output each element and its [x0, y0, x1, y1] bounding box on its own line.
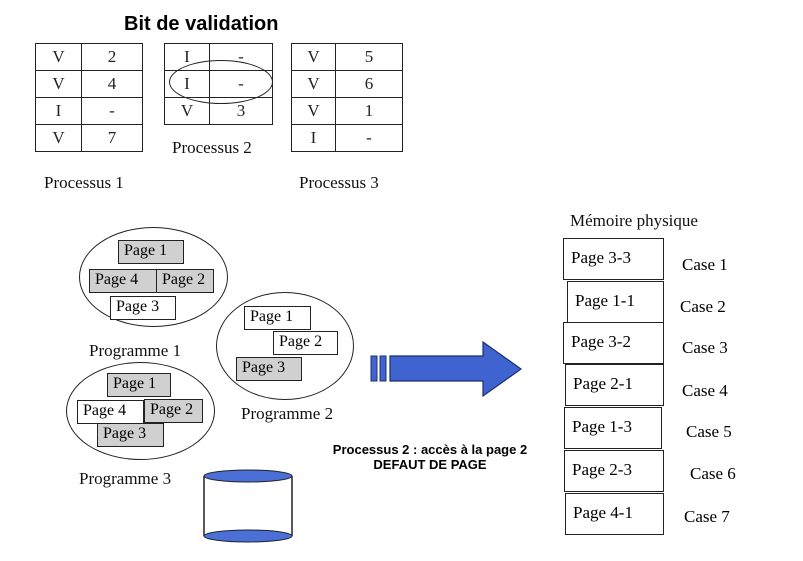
- frame-cell: 2: [81, 43, 143, 71]
- case-label-2: Case 2: [680, 297, 726, 316]
- case-label-1: Case 1: [682, 255, 728, 274]
- frame-cell: 1: [335, 97, 403, 125]
- memory-frame-6: Page 2-3: [564, 450, 664, 492]
- valid-bit-cell: V: [291, 70, 336, 98]
- frame-cell: 7: [81, 124, 143, 152]
- programme-3-page-3: Page 3: [97, 423, 164, 447]
- note-line-2: DEFAUT DE PAGE: [373, 457, 487, 472]
- programme-3-page-2: Page 2: [144, 399, 203, 423]
- programme-2-page-3: Page 3: [236, 357, 302, 381]
- valid-bit-cell: V: [291, 97, 336, 125]
- page-fault-note: Processus 2 : accès à la page 2 DEFAUT D…: [312, 442, 548, 472]
- programme-2-page-1: Page 1: [244, 306, 311, 330]
- programme-1-page-2: Page 2: [156, 269, 214, 293]
- frame-cell: -: [335, 124, 403, 152]
- valid-bit-cell: V: [35, 70, 82, 98]
- case-label-5: Case 5: [686, 422, 732, 441]
- case-label-7: Case 7: [684, 507, 730, 526]
- memory-frame-3: Page 3-2: [563, 322, 664, 364]
- case-label-4: Case 4: [682, 381, 728, 400]
- programme-1-ellipse: [79, 227, 228, 327]
- programme-1-label: Programme 1: [89, 341, 182, 360]
- programme-3-ellipse: [66, 362, 215, 460]
- frame-cell: 5: [335, 43, 403, 71]
- memory-frame-7: Page 4-1: [565, 493, 664, 535]
- programme-1-page-4: Page 4: [89, 269, 158, 293]
- frame-cell: -: [81, 97, 143, 125]
- valid-bit-cell: I: [291, 124, 336, 152]
- arrow-icon: [370, 340, 523, 398]
- programme-3-page-1: Page 1: [107, 373, 171, 397]
- highlight-ellipse: [169, 60, 273, 104]
- valid-bit-cell: V: [35, 124, 82, 152]
- table-caption-processus-1: Processus 1: [44, 173, 124, 192]
- programme-1-page-3: Page 3: [110, 296, 176, 320]
- programme-2-ellipse: [216, 292, 354, 400]
- valid-bit-cell: V: [35, 43, 82, 71]
- table-caption-processus-3: Processus 3: [299, 173, 379, 192]
- programme-3-label: Programme 3: [79, 469, 172, 488]
- frame-cell: 6: [335, 70, 403, 98]
- memory-frame-1: Page 3-3: [563, 238, 664, 280]
- valid-bit-cell: I: [35, 97, 82, 125]
- case-label-3: Case 3: [682, 338, 728, 357]
- table-caption-processus-2: Processus 2: [172, 138, 252, 157]
- memory-title: Mémoire physique: [570, 211, 698, 230]
- frame-cell: 4: [81, 70, 143, 98]
- programme-1-page-1: Page 1: [118, 240, 184, 264]
- valid-bit-cell: V: [164, 97, 210, 125]
- programme-2-label: Programme 2: [241, 404, 334, 423]
- valid-bit-cell: V: [291, 43, 336, 71]
- diagram-title: Bit de validation: [124, 13, 279, 35]
- memory-frame-5: Page 1-3: [564, 407, 662, 449]
- programme-3-page-4: Page 4: [77, 400, 144, 424]
- programme-2-page-2: Page 2: [273, 331, 338, 355]
- case-label-6: Case 6: [690, 464, 736, 483]
- memory-frame-4: Page 2-1: [565, 364, 664, 406]
- disk-icon: [203, 469, 293, 543]
- memory-frame-2: Page 1-1: [567, 281, 664, 323]
- note-line-1: Processus 2 : accès à la page 2: [332, 442, 528, 457]
